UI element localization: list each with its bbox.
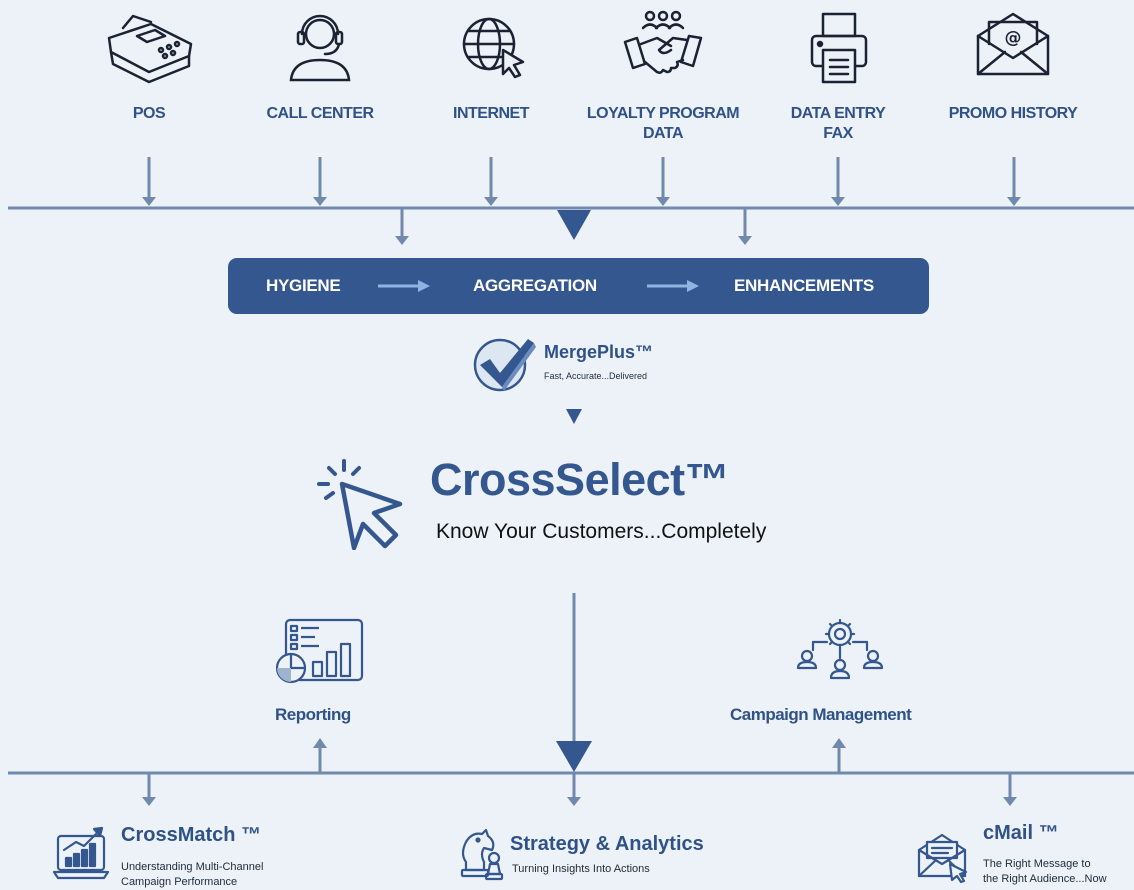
triangle-down-marker (556, 741, 592, 772)
crossmatch-desc-line2: Campaign Performance (121, 876, 238, 888)
source-label-internet: INTERNET (453, 105, 530, 122)
mergeplus-name: MergePlus™ (544, 342, 654, 362)
arrow-down-icon (313, 197, 327, 206)
arrow-up-icon (313, 738, 327, 748)
arrow-down-icon (1003, 797, 1017, 806)
arrow-up-icon (832, 738, 846, 748)
arrow-down-icon (395, 236, 409, 245)
source-label-pos: POS (132, 105, 166, 122)
source-label-promo-history: PROMO HISTORY (948, 105, 1078, 122)
arrow-down-icon (142, 197, 156, 206)
internet-globe-icon (461, 14, 527, 80)
crossmatch-desc-line1: Understanding Multi-Channel (121, 861, 264, 873)
mail-cursor-icon (916, 832, 972, 884)
arrow-down-icon (831, 197, 845, 206)
arrow-down-icon (738, 236, 752, 245)
svg-text:@: @ (1005, 28, 1022, 48)
pipeline-step-aggregation: AGGREGATION (473, 276, 597, 295)
source-label-data-entry-fax: DATA ENTRY FAX (790, 105, 886, 142)
reporting-label: Reporting (275, 705, 351, 724)
email-envelope-icon: @ (975, 12, 1051, 76)
call-center-headset-icon (287, 10, 353, 82)
checkmark-icon (472, 335, 536, 393)
cursor-click-icon (316, 458, 408, 551)
arrow-right-icon (647, 280, 699, 292)
triangle-down-marker (557, 210, 591, 240)
crossselect-name: CrossSelect™ (430, 454, 730, 505)
strategy-analytics-desc: Turning Insights Into Actions (512, 863, 650, 875)
arrow-down-icon (656, 197, 670, 206)
crossmatch-title: CrossMatch ™ (121, 824, 262, 846)
mergeplus-tagline: Fast, Accurate...Delivered (544, 371, 648, 381)
arrow-down-icon (567, 797, 581, 806)
cmail-desc-line2: the Right Audience...Now (983, 873, 1107, 885)
people-gear-icon (795, 618, 885, 686)
campaign-management-label: Campaign Management (730, 705, 912, 724)
dashboard-chart-icon (275, 618, 365, 684)
handshake-icon (623, 8, 703, 82)
pipeline-step-enhancements: ENHANCEMENTS (734, 276, 874, 295)
laptop-chart-icon (52, 826, 112, 882)
arrow-down-icon (1007, 197, 1021, 206)
source-label-loyalty-program-data: LOYALTY PROGRAM DATA (586, 105, 740, 142)
crossselect-tagline: Know Your Customers...Completely (436, 520, 767, 543)
pipeline-step-hygiene: HYGIENE (266, 276, 341, 295)
arrow-down-icon (142, 797, 156, 806)
source-label-call-center: CALL CENTER (266, 105, 374, 122)
triangle-down-marker (566, 409, 582, 424)
cmail-title: cMail ™ (983, 822, 1059, 844)
processing-pipeline: HYGIENE AGGREGATION ENHANCEMENTS (228, 258, 929, 314)
pos-terminal-icon (103, 14, 195, 86)
arrow-down-icon (484, 197, 498, 206)
arrow-right-icon (378, 280, 430, 292)
strategy-analytics-title: Strategy & Analytics (510, 833, 704, 855)
cmail-desc-line1: The Right Message to (983, 858, 1091, 870)
chess-pieces-icon (456, 826, 504, 882)
printer-fax-icon (809, 10, 869, 84)
